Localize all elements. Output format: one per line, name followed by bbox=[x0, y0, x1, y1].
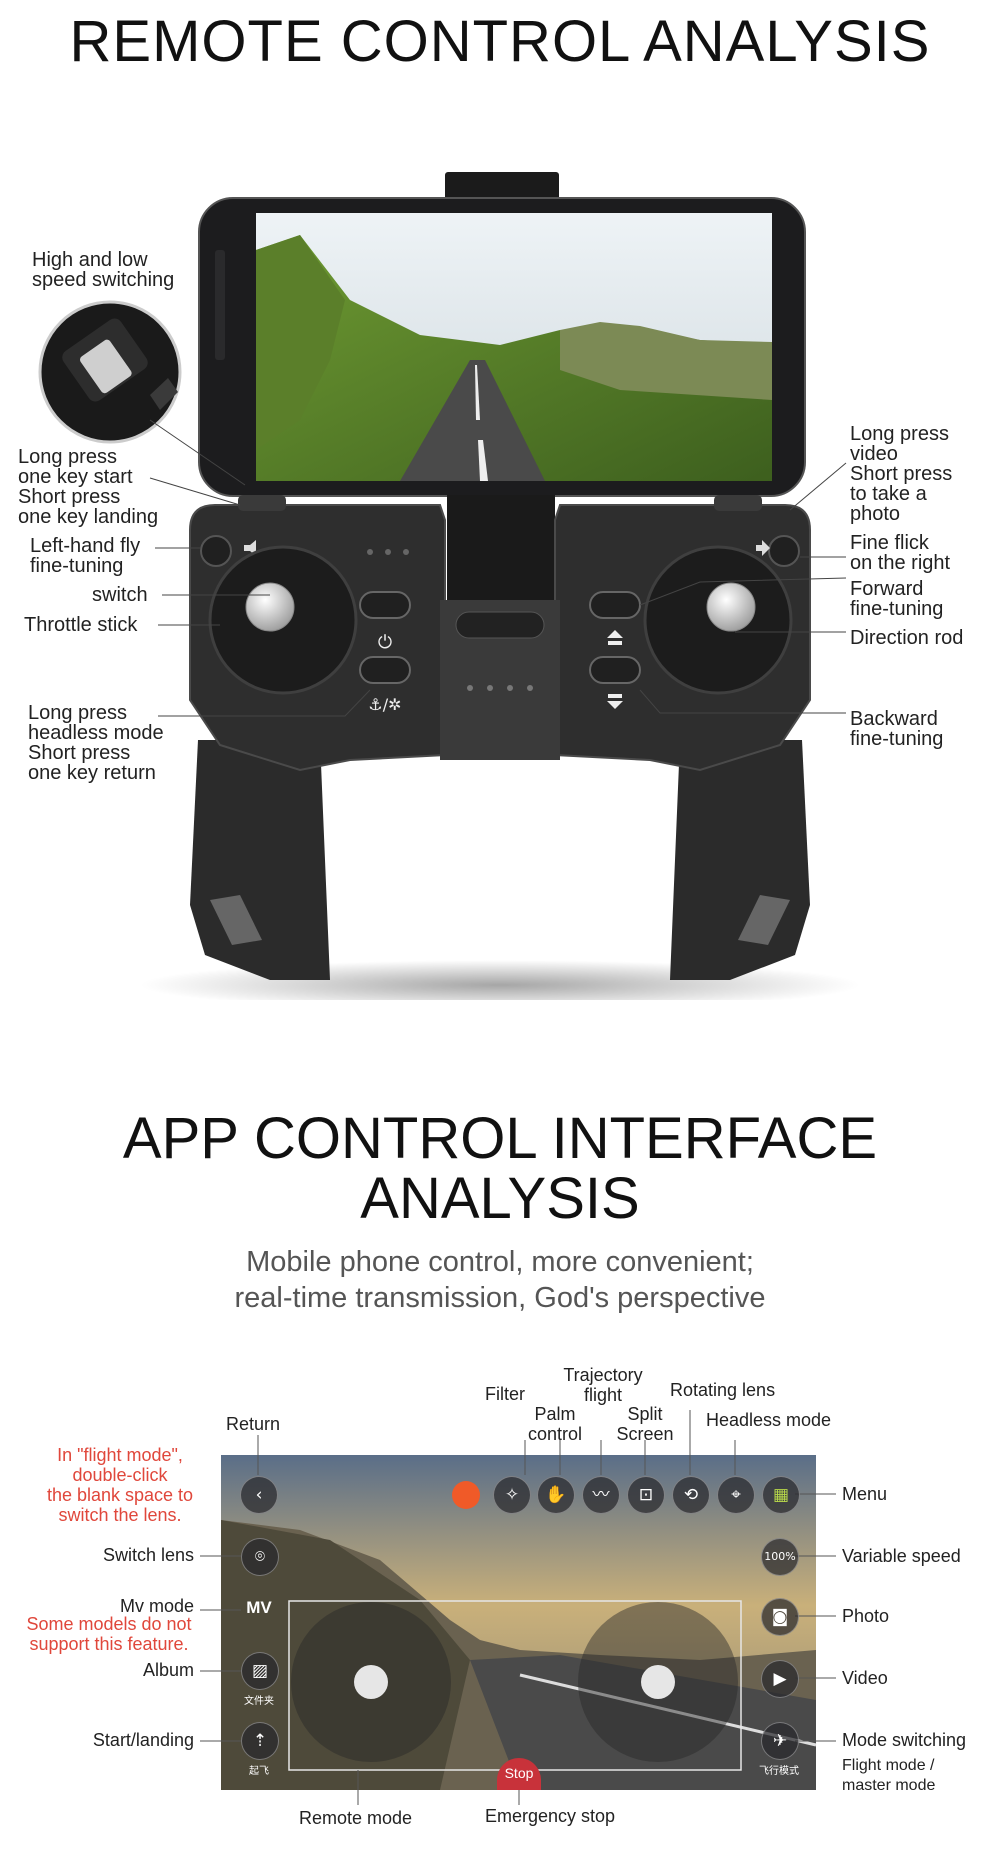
emergency-stop-button[interactable]: Stop bbox=[497, 1758, 541, 1790]
label-trajectory-flight: Trajectory flight bbox=[563, 1365, 643, 1405]
back-icon[interactable]: ‹ bbox=[240, 1476, 278, 1514]
label-direction-rod: Direction rod bbox=[850, 627, 964, 649]
throttle-stick-knob bbox=[245, 582, 295, 632]
label-forward-fine-tuning: Forward fine-tuning bbox=[850, 578, 944, 620]
label-palm-control: Palm control bbox=[527, 1404, 583, 1444]
mv-mode-button[interactable]: MV bbox=[246, 1598, 272, 1617]
label-mode-switching: Mode switching bbox=[842, 1730, 967, 1750]
flight-mode-caption: 飞行模式 bbox=[759, 1766, 799, 1777]
trajectory-icon[interactable]: 〰 bbox=[582, 1476, 620, 1514]
power-switch-button bbox=[359, 591, 411, 619]
label-filter: Filter bbox=[485, 1384, 525, 1404]
takeoff-caption: 起飞 bbox=[249, 1766, 269, 1777]
label-backward-fine-tuning: Backward fine-tuning bbox=[850, 708, 944, 750]
app-subtitle-line-2: real-time transmission, God's perspectiv… bbox=[234, 1282, 766, 1314]
hand-icon[interactable]: ✋ bbox=[537, 1476, 575, 1514]
forward-trim-button bbox=[589, 591, 641, 619]
image-icon[interactable]: ▨ bbox=[241, 1652, 279, 1690]
label-throttle-stick: Throttle stick bbox=[24, 614, 138, 636]
label-one-key-start-landing: Long press one key start Short press one… bbox=[18, 446, 159, 528]
magic-wand-icon[interactable]: ✧ bbox=[493, 1476, 531, 1514]
label-left-fly-fine-tuning: Left-hand fly fine-tuning bbox=[30, 535, 141, 577]
app-title-line-2: ANALYSIS bbox=[360, 1166, 640, 1231]
label-video-photo: Long press video Short press to take a p… bbox=[850, 423, 953, 525]
album-caption: 文件夹 bbox=[244, 1696, 274, 1707]
takeoff-icon[interactable]: ⇡ bbox=[241, 1722, 279, 1760]
right-virtual-joystick-knob bbox=[641, 1665, 675, 1699]
phone-clamp-top bbox=[445, 172, 559, 202]
rotate-screen-icon[interactable]: ⟲ bbox=[672, 1476, 710, 1514]
video-camera-icon[interactable]: ▶ bbox=[761, 1660, 799, 1698]
right-grip bbox=[670, 740, 810, 980]
label-remote-mode: Remote mode bbox=[299, 1808, 413, 1828]
label-flight-mode-note: In "flight mode", double-click the blank… bbox=[46, 1445, 194, 1525]
label-emergency-stop: Emergency stop bbox=[485, 1806, 616, 1826]
label-headless-mode: Headless mode bbox=[706, 1410, 832, 1430]
record-dot-icon bbox=[452, 1481, 480, 1509]
backward-trim-button bbox=[589, 656, 641, 684]
remote-controller-illustration: ⏻ ⚓/✲ bbox=[38, 172, 860, 1000]
label-video: Video bbox=[842, 1668, 888, 1688]
app-title-line-1: APP CONTROL INTERFACE bbox=[122, 1106, 878, 1171]
right-fine-tune-button bbox=[768, 535, 800, 567]
label-split-screen: Split Screen bbox=[616, 1404, 674, 1444]
camera-switch-icon[interactable]: ⌾ bbox=[241, 1538, 279, 1576]
label-mv-note: Some models do not support this feature. bbox=[26, 1614, 192, 1654]
label-return: Return bbox=[226, 1414, 281, 1434]
label-mv-mode: Mv mode bbox=[119, 1596, 194, 1616]
left-grip bbox=[190, 740, 330, 980]
svg-text:⚓/✲: ⚓/✲ bbox=[368, 695, 401, 714]
label-switch-lens: Switch lens bbox=[102, 1545, 194, 1565]
direction-stick-knob bbox=[706, 582, 756, 632]
airplane-icon[interactable]: ✈ bbox=[761, 1722, 799, 1760]
label-photo: Photo bbox=[842, 1606, 890, 1626]
left-fine-tune-button bbox=[200, 535, 232, 567]
grid-icon[interactable]: ▦ bbox=[762, 1476, 800, 1514]
variable-speed-button[interactable]: 100% bbox=[761, 1538, 799, 1576]
label-variable-speed: Variable speed bbox=[842, 1546, 961, 1566]
camera-icon[interactable]: ◙ bbox=[761, 1598, 799, 1636]
left-virtual-joystick-knob bbox=[354, 1665, 388, 1699]
label-mode-note: Flight mode / master mode bbox=[842, 1757, 936, 1794]
label-fine-flick-right: Fine flick on the right bbox=[850, 532, 951, 574]
label-start-landing: Start/landing bbox=[92, 1730, 194, 1750]
label-speed-switching: High and low speed switching bbox=[32, 249, 175, 291]
vr-glasses-icon[interactable]: ⊡ bbox=[627, 1476, 665, 1514]
remote-control-title: REMOTE CONTROL ANALYSIS bbox=[69, 9, 931, 74]
label-menu: Menu bbox=[842, 1484, 888, 1504]
label-rotating-lens: Rotating lens bbox=[670, 1380, 776, 1400]
target-icon[interactable]: ⌖ bbox=[717, 1476, 755, 1514]
label-headless-return: Long press headless mode Short press one… bbox=[28, 702, 164, 784]
label-switch: switch bbox=[92, 584, 148, 606]
svg-text:⏻: ⏻ bbox=[378, 632, 392, 653]
app-subtitle-line-1: Mobile phone control, more convenient; bbox=[246, 1246, 754, 1278]
headless-return-button bbox=[359, 656, 411, 684]
label-album: Album bbox=[142, 1660, 194, 1680]
